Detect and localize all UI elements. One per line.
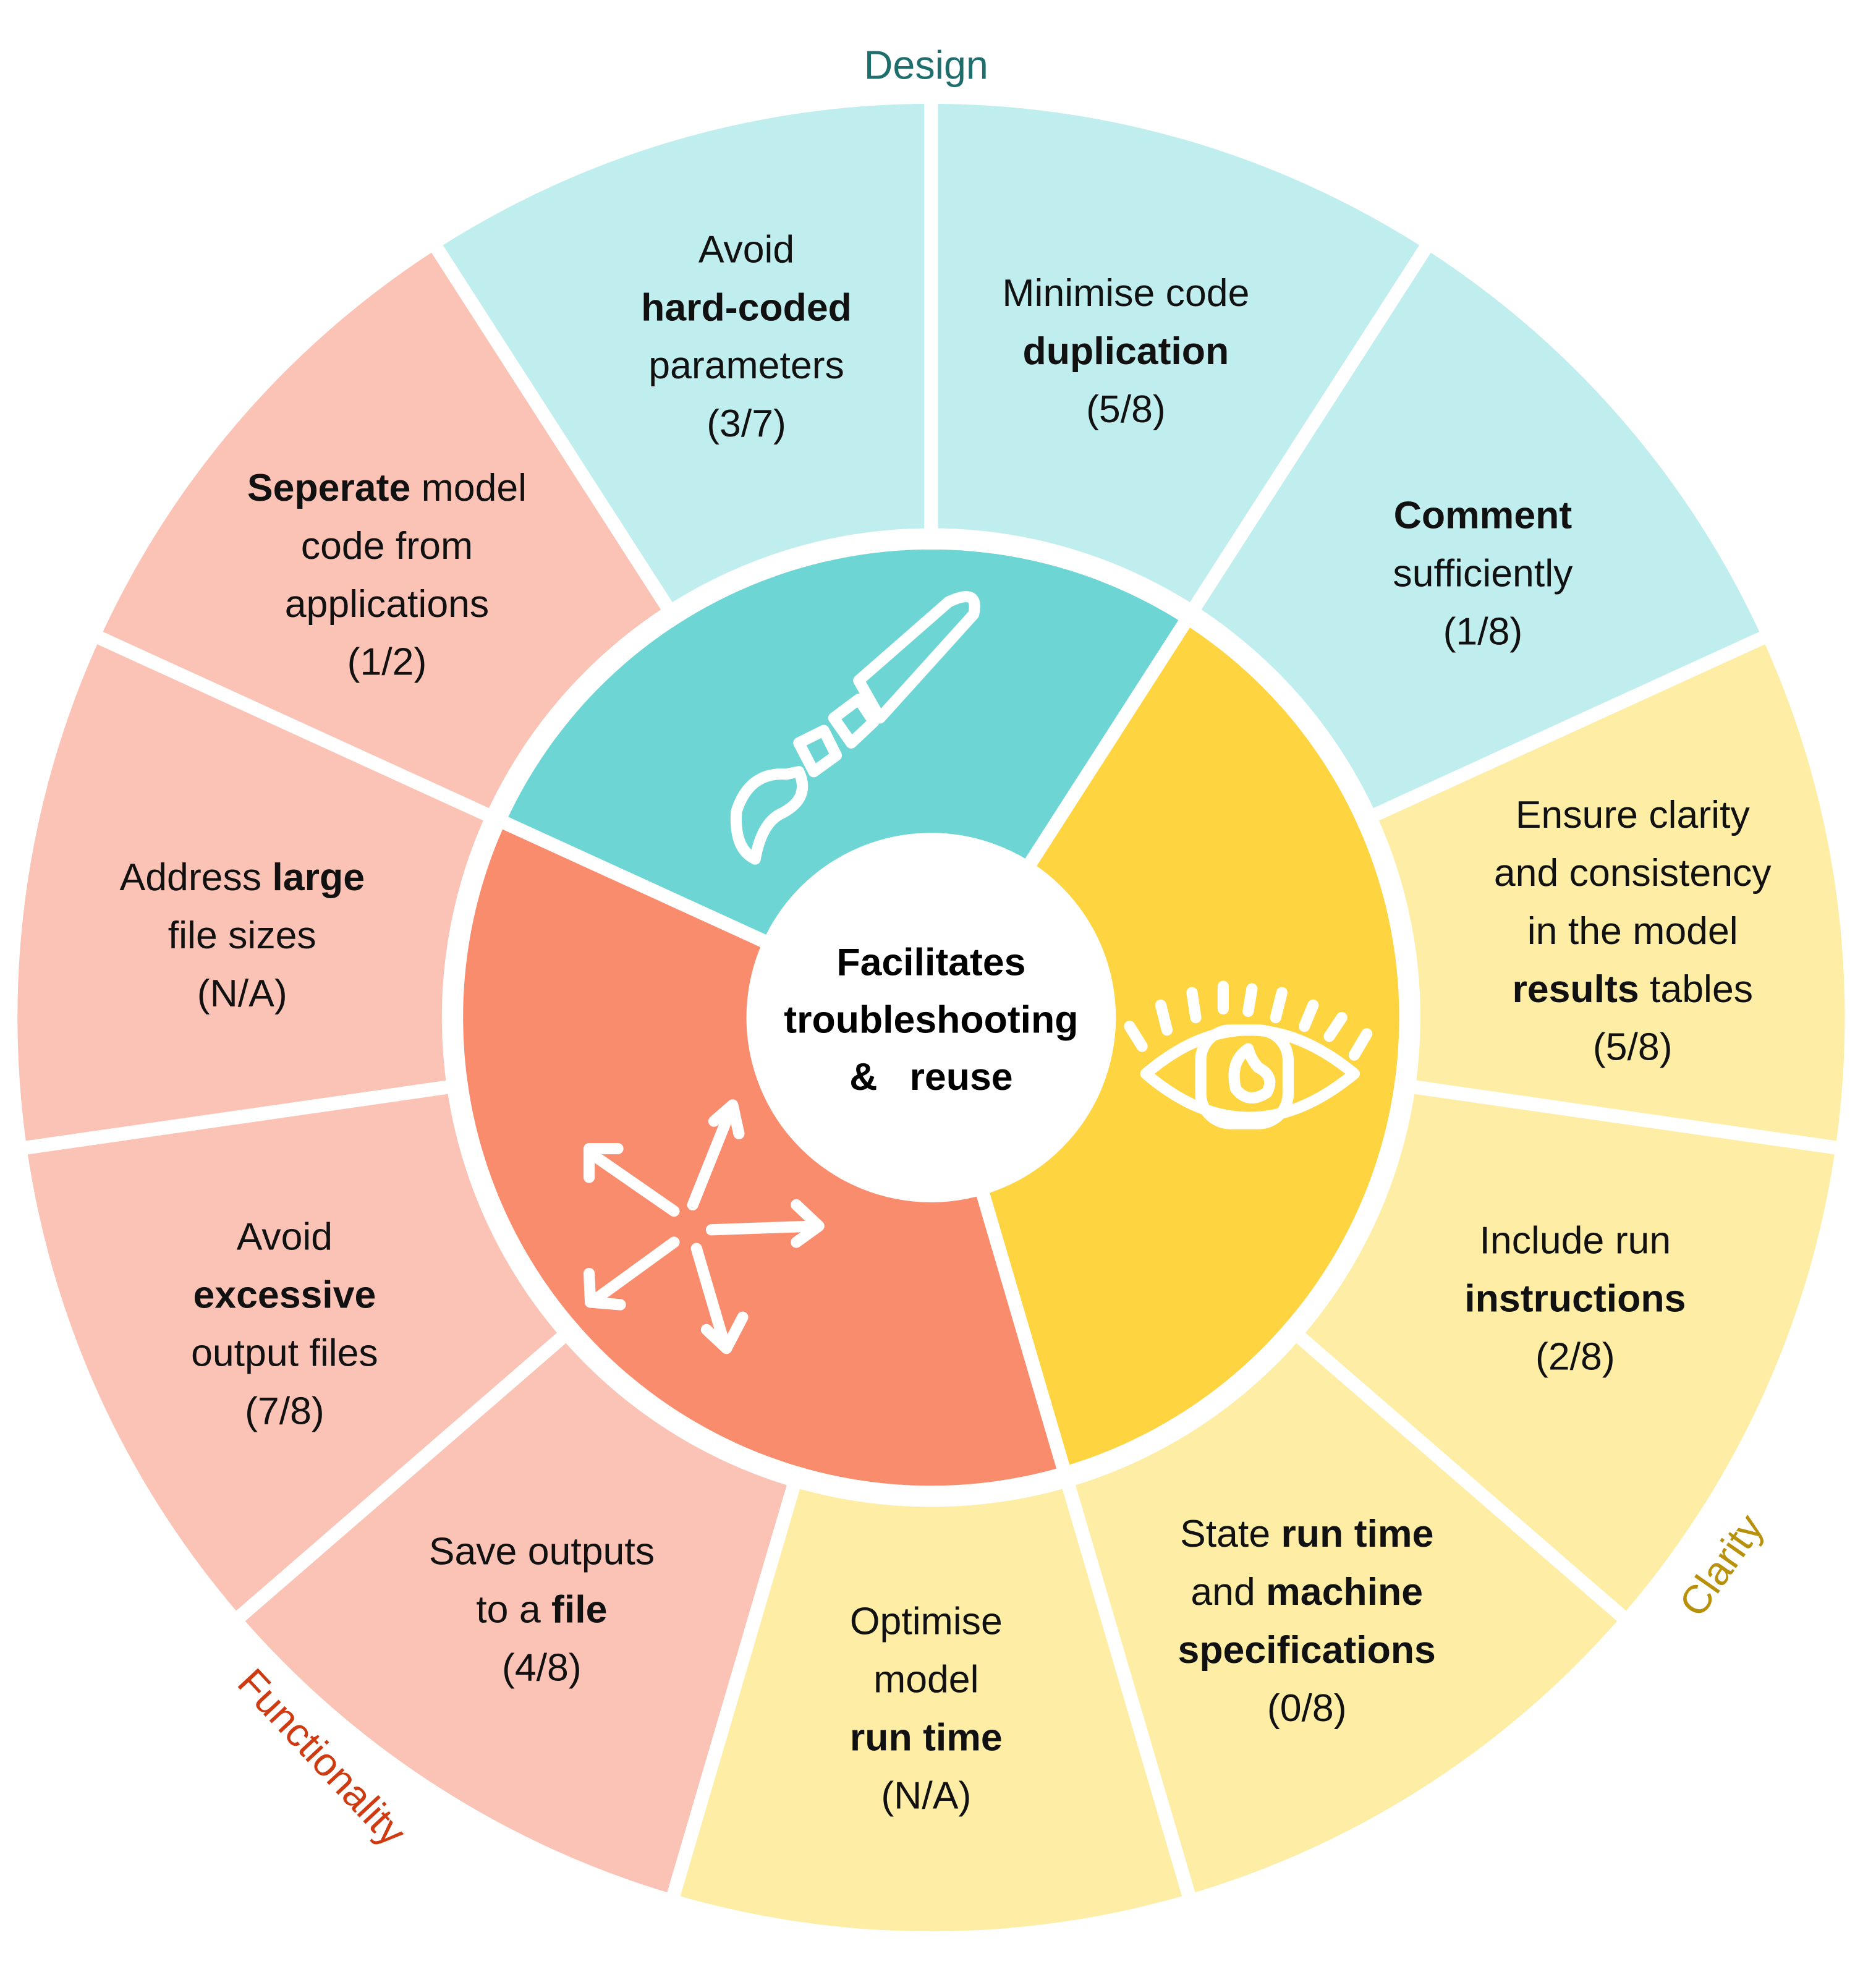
item-label-text: (2/8): [1535, 1335, 1615, 1378]
item-labels: Avoid hard-coded parameters (3/7) Minimise c…: [119, 227, 1772, 1817]
item-label-text: State: [1180, 1512, 1281, 1555]
segment-divider: [1393, 1077, 1844, 1156]
center-text-line: & reuse: [849, 1055, 1012, 1099]
inner-segment-clarity: [931, 624, 1399, 1467]
item-label-text: Save outputs: [429, 1530, 655, 1573]
item-label-text: (0/8): [1267, 1686, 1347, 1730]
outer-segment-functionality: [27, 1087, 562, 1617]
item-label: Seperate model code from applications (1/2): [247, 466, 527, 684]
segment-divider: [18, 1077, 469, 1156]
outer-segment-functionality: [240, 1338, 794, 1895]
center-circle: [746, 833, 1116, 1202]
item-label-text: in the model: [1527, 909, 1738, 953]
item-label-keyword: machine: [1266, 1570, 1423, 1613]
item-label-keyword: Seperate: [247, 466, 410, 509]
item-label-keyword: specifications: [1178, 1628, 1436, 1672]
item-label: Address large file sizes (N/A): [119, 856, 365, 1015]
item-label-keyword: run time: [1281, 1512, 1434, 1555]
item-label-text: (N/A): [881, 1774, 971, 1817]
item-label-text: (5/8): [1593, 1026, 1673, 1069]
item-label-text: to a: [476, 1588, 551, 1631]
item-label-text: model: [873, 1657, 978, 1701]
item-label-text: Include run: [1480, 1219, 1671, 1262]
item-label-keyword: file: [551, 1588, 607, 1631]
category-label-design: Design: [864, 43, 988, 88]
item-label-keyword: hard-coded: [641, 286, 852, 329]
item-label: Avoid excessive output files (7/8): [191, 1215, 378, 1433]
segment-divider: [427, 239, 684, 628]
item-label-keyword: results: [1512, 967, 1639, 1011]
item-label-text: output files: [191, 1331, 378, 1374]
outer-segment-design: [437, 103, 932, 606]
item-label-text: parameters: [648, 344, 844, 387]
item-label-text: Address: [119, 856, 272, 899]
item-label-text: Avoid: [698, 227, 794, 271]
outer-segment-clarity: [1301, 1087, 1836, 1617]
outer-segment-clarity: [673, 1487, 1189, 1932]
arrows-out-icon: [584, 1099, 825, 1354]
item-label: Optimise model run time (N/A): [850, 1600, 1003, 1817]
segment-divider: [230, 1319, 582, 1626]
item-label-text: (N/A): [197, 972, 287, 1015]
item-label-text: file sizes: [168, 914, 316, 957]
item-label-text: (4/8): [502, 1646, 582, 1689]
item-label: State run time and machine specifications (…: [1178, 1512, 1436, 1730]
item-label-text: and: [1191, 1570, 1266, 1613]
item-label-text: (1/8): [1443, 610, 1523, 653]
item-label: Comment sufficiently (1/8): [1393, 493, 1573, 653]
item-label-text: sufficiently: [1393, 551, 1573, 595]
outer-segment-design: [931, 103, 1425, 606]
item-label-keyword: large: [272, 856, 365, 899]
item-label-keyword: run time: [850, 1715, 1003, 1759]
item-label-keyword: duplication: [1023, 329, 1229, 373]
item-label-text: Optimise: [850, 1600, 1003, 1643]
item-label-text: model: [410, 466, 527, 509]
outer-segment-clarity: [1069, 1338, 1622, 1895]
center-text: Facilitates troubleshooting & reuse: [784, 940, 1078, 1099]
item-label-text: (1/2): [347, 640, 427, 684]
item-label-keyword: instructions: [1464, 1277, 1686, 1320]
segment-divider: [1280, 1319, 1632, 1626]
center-text-line: Facilitates: [836, 940, 1025, 984]
item-label: Save outputs to a file (4/8): [429, 1530, 655, 1690]
segment-divider: [1354, 628, 1772, 830]
item-label: Include run instructions (2/8): [1464, 1219, 1686, 1379]
item-label-keyword: excessive: [193, 1273, 376, 1317]
item-label-text: (7/8): [245, 1389, 325, 1432]
item-label-keyword: Comment: [1394, 493, 1573, 537]
eye-icon: [1124, 980, 1373, 1129]
item-label-text: Ensure clarity: [1516, 793, 1751, 836]
item-label-text: applications: [285, 582, 490, 626]
item-label-text: tables: [1639, 967, 1753, 1011]
item-label-text: code from: [301, 524, 473, 568]
item-label-text: (5/8): [1086, 388, 1166, 431]
inner-segment-functionality: [463, 823, 1063, 1486]
paintbrush-icon: [730, 591, 980, 865]
segment-divider: [664, 1464, 806, 1904]
item-label: Ensure clarity and consistency in the mode…: [1494, 793, 1772, 1069]
item-label: Avoid hard-coded parameters (3/7): [641, 227, 852, 445]
item-label-text: Avoid: [237, 1215, 333, 1259]
item-label-text: (3/7): [707, 402, 786, 445]
item-label-text: Minimise code: [1002, 271, 1249, 315]
item-label: Minimise code duplication (5/8): [1002, 271, 1249, 431]
item-label-text: and consistency: [1494, 851, 1772, 895]
center-text-line: troubleshooting: [784, 998, 1078, 1041]
